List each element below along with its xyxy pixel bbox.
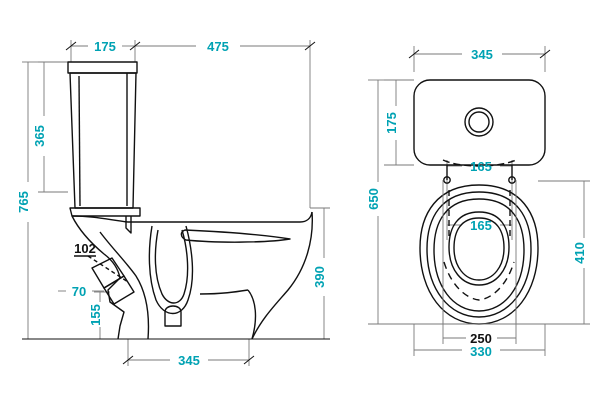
dimension-arrow-ticks xyxy=(65,41,551,365)
dim-102: 102 xyxy=(74,241,96,256)
flush-button-inner-icon[interactable] xyxy=(468,111,490,133)
fixing-hole-right-icon xyxy=(508,176,516,184)
dimension-labels: 175 475 365 765 390 345 102 70 155 345 1… xyxy=(16,39,587,368)
side-view-geometry xyxy=(22,61,330,340)
dim-410: 410 xyxy=(572,242,587,264)
dim-390: 390 xyxy=(312,266,327,288)
bowl-water-outline xyxy=(448,211,510,286)
dim-365: 365 xyxy=(32,125,47,147)
bowl-rim-outline xyxy=(433,198,525,312)
cistern-plan-outline xyxy=(413,79,546,166)
seat-inner-outline xyxy=(426,191,532,318)
dim-330: 330 xyxy=(470,344,492,359)
bowl-left-underside xyxy=(71,215,121,279)
dim-155: 155 xyxy=(88,304,103,326)
bowl-water-inner xyxy=(453,217,505,281)
inlet-fitting-lower xyxy=(103,275,135,305)
cistern-lid xyxy=(67,61,138,74)
cistern-skirt-arc xyxy=(442,159,517,167)
inlet-leader-line xyxy=(87,255,129,283)
hidden-bowl-arc xyxy=(443,261,515,301)
dim-175-plan: 175 xyxy=(384,112,399,134)
bowl-rim-top xyxy=(71,211,313,223)
flush-pipe-stub xyxy=(125,216,132,234)
bowl-lower-shelf xyxy=(199,289,249,295)
pedestal-front-profile xyxy=(107,277,125,340)
dim-250: 250 xyxy=(470,331,492,346)
dim-650: 650 xyxy=(366,188,381,210)
dim-475: 475 xyxy=(207,39,229,54)
trap-tube xyxy=(148,225,194,315)
dim-165-lower: 165 xyxy=(470,218,492,233)
fixing-hole-left-icon xyxy=(443,176,451,184)
dim-765: 765 xyxy=(16,191,31,213)
dim-345-plan: 345 xyxy=(471,47,493,62)
seat-plan-edge xyxy=(180,229,291,243)
plan-view-geometry xyxy=(413,79,546,325)
trap-tube-inner xyxy=(154,229,189,304)
bowl-right-foot xyxy=(247,289,257,340)
cistern-inner-edge-left xyxy=(78,75,81,207)
cistern-base-band xyxy=(69,207,141,217)
bowl-outlet-opening xyxy=(164,305,182,327)
dim-165-upper: 165 xyxy=(470,159,492,174)
bowl-pedestal-left xyxy=(99,231,150,340)
flush-button-outer-icon[interactable] xyxy=(464,107,494,137)
seat-outer-outline xyxy=(419,184,539,325)
dim-345-side: 345 xyxy=(178,353,200,368)
dim-70: 70 xyxy=(72,284,86,299)
bowl-outer-right xyxy=(251,211,313,340)
dim-175-side: 175 xyxy=(94,39,116,54)
